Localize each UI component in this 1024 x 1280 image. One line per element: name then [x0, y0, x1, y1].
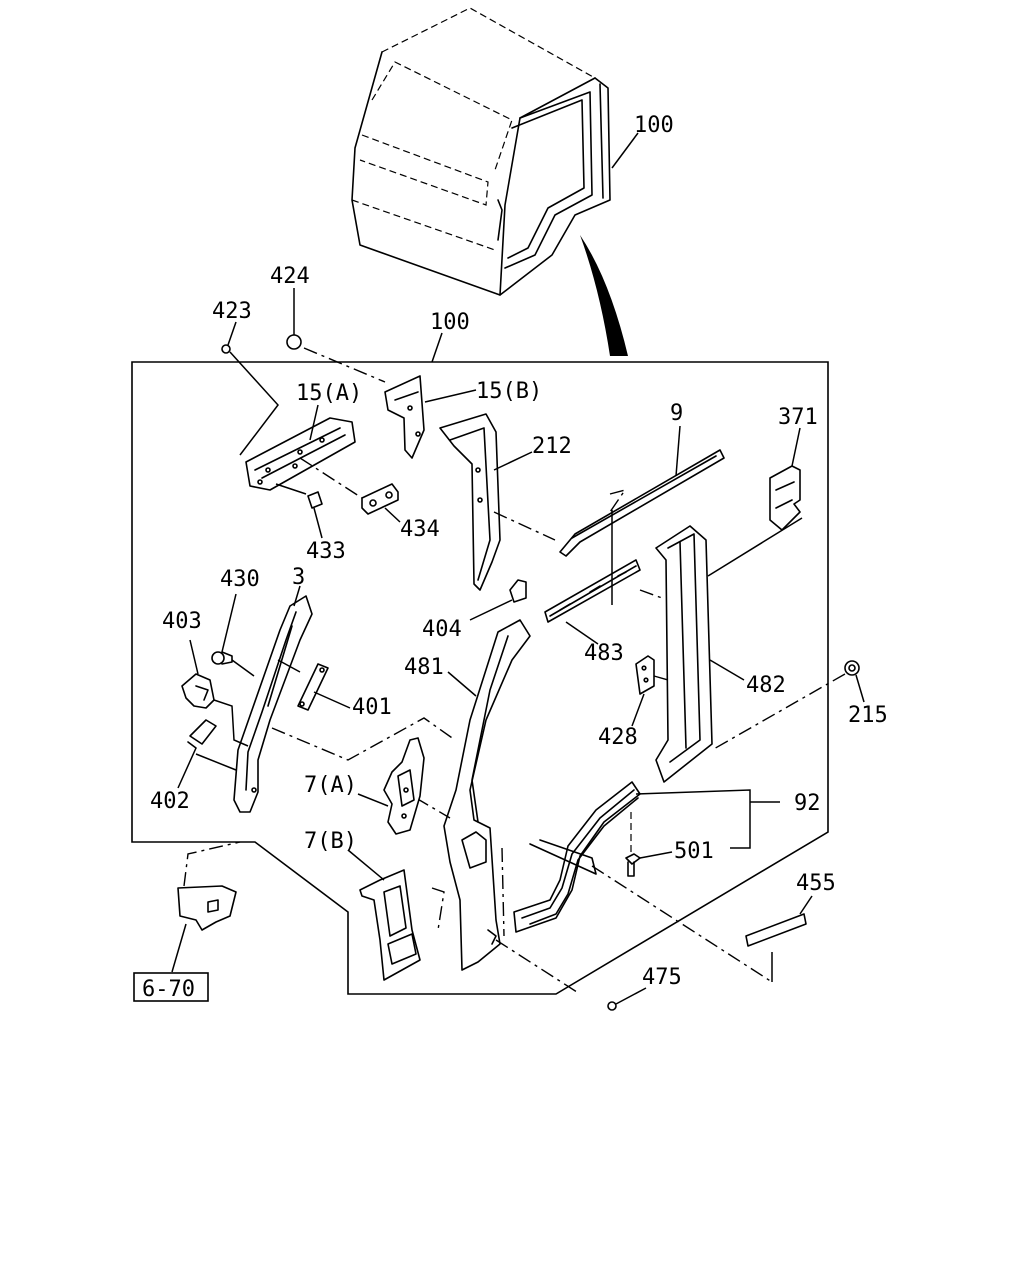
pillar-212	[439, 413, 501, 591]
label-482: 482	[746, 673, 786, 698]
clip-424	[286, 334, 302, 350]
nut-215	[844, 660, 860, 676]
label-371: 371	[778, 405, 818, 430]
bracket-ref-6-70	[177, 885, 237, 931]
rail-9	[559, 449, 725, 557]
plate-433	[307, 491, 323, 509]
step-92	[513, 781, 641, 933]
label-402: 402	[150, 789, 190, 814]
label-7b: 7(B)	[304, 829, 357, 854]
bolt-501	[625, 853, 641, 877]
pillar-482	[655, 525, 713, 783]
label-455: 455	[796, 871, 836, 896]
clip-475	[607, 1001, 617, 1011]
plate-434	[361, 483, 399, 515]
label-501: 501	[674, 839, 714, 864]
link-401	[297, 663, 329, 711]
label-404: 404	[422, 617, 462, 642]
plate-428	[635, 655, 655, 695]
clip-423	[221, 344, 231, 354]
label-100-box: 100	[430, 310, 470, 335]
bracket-15b	[384, 375, 425, 459]
label-92: 92	[794, 791, 821, 816]
reference-label: 6-70	[142, 977, 195, 1002]
label-3: 3	[292, 565, 305, 590]
label-403: 403	[162, 609, 202, 634]
label-401: 401	[352, 695, 392, 720]
sticker-455	[745, 913, 807, 947]
label-475: 475	[642, 965, 682, 990]
plate-371	[769, 465, 801, 531]
bracket-15a	[245, 417, 356, 491]
label-9: 9	[670, 401, 683, 426]
bracket-403	[181, 673, 215, 709]
clip-430	[211, 651, 233, 665]
label-215: 215	[848, 703, 888, 728]
label-15a: 15(A)	[296, 381, 362, 406]
pillar-481	[443, 619, 531, 971]
pillar-3	[233, 595, 313, 813]
reference-box	[133, 972, 209, 1002]
label-424: 424	[270, 264, 310, 289]
label-100-top: 100	[634, 113, 674, 138]
bracket-7a	[383, 737, 425, 835]
label-483: 483	[584, 641, 624, 666]
label-7a: 7(A)	[304, 773, 357, 798]
label-423: 423	[212, 299, 252, 324]
label-430: 430	[220, 567, 260, 592]
exploded-view-frame	[131, 361, 829, 995]
bracket-7b	[359, 869, 421, 981]
label-428: 428	[598, 725, 638, 750]
clip-402	[187, 719, 217, 749]
clip-404	[509, 579, 527, 603]
label-212: 212	[532, 434, 572, 459]
cab-assembly	[351, 7, 628, 356]
label-481: 481	[404, 655, 444, 680]
label-15b: 15(B)	[476, 379, 542, 404]
label-433: 433	[306, 539, 346, 564]
rail-483	[544, 559, 641, 623]
label-434: 434	[400, 517, 440, 542]
